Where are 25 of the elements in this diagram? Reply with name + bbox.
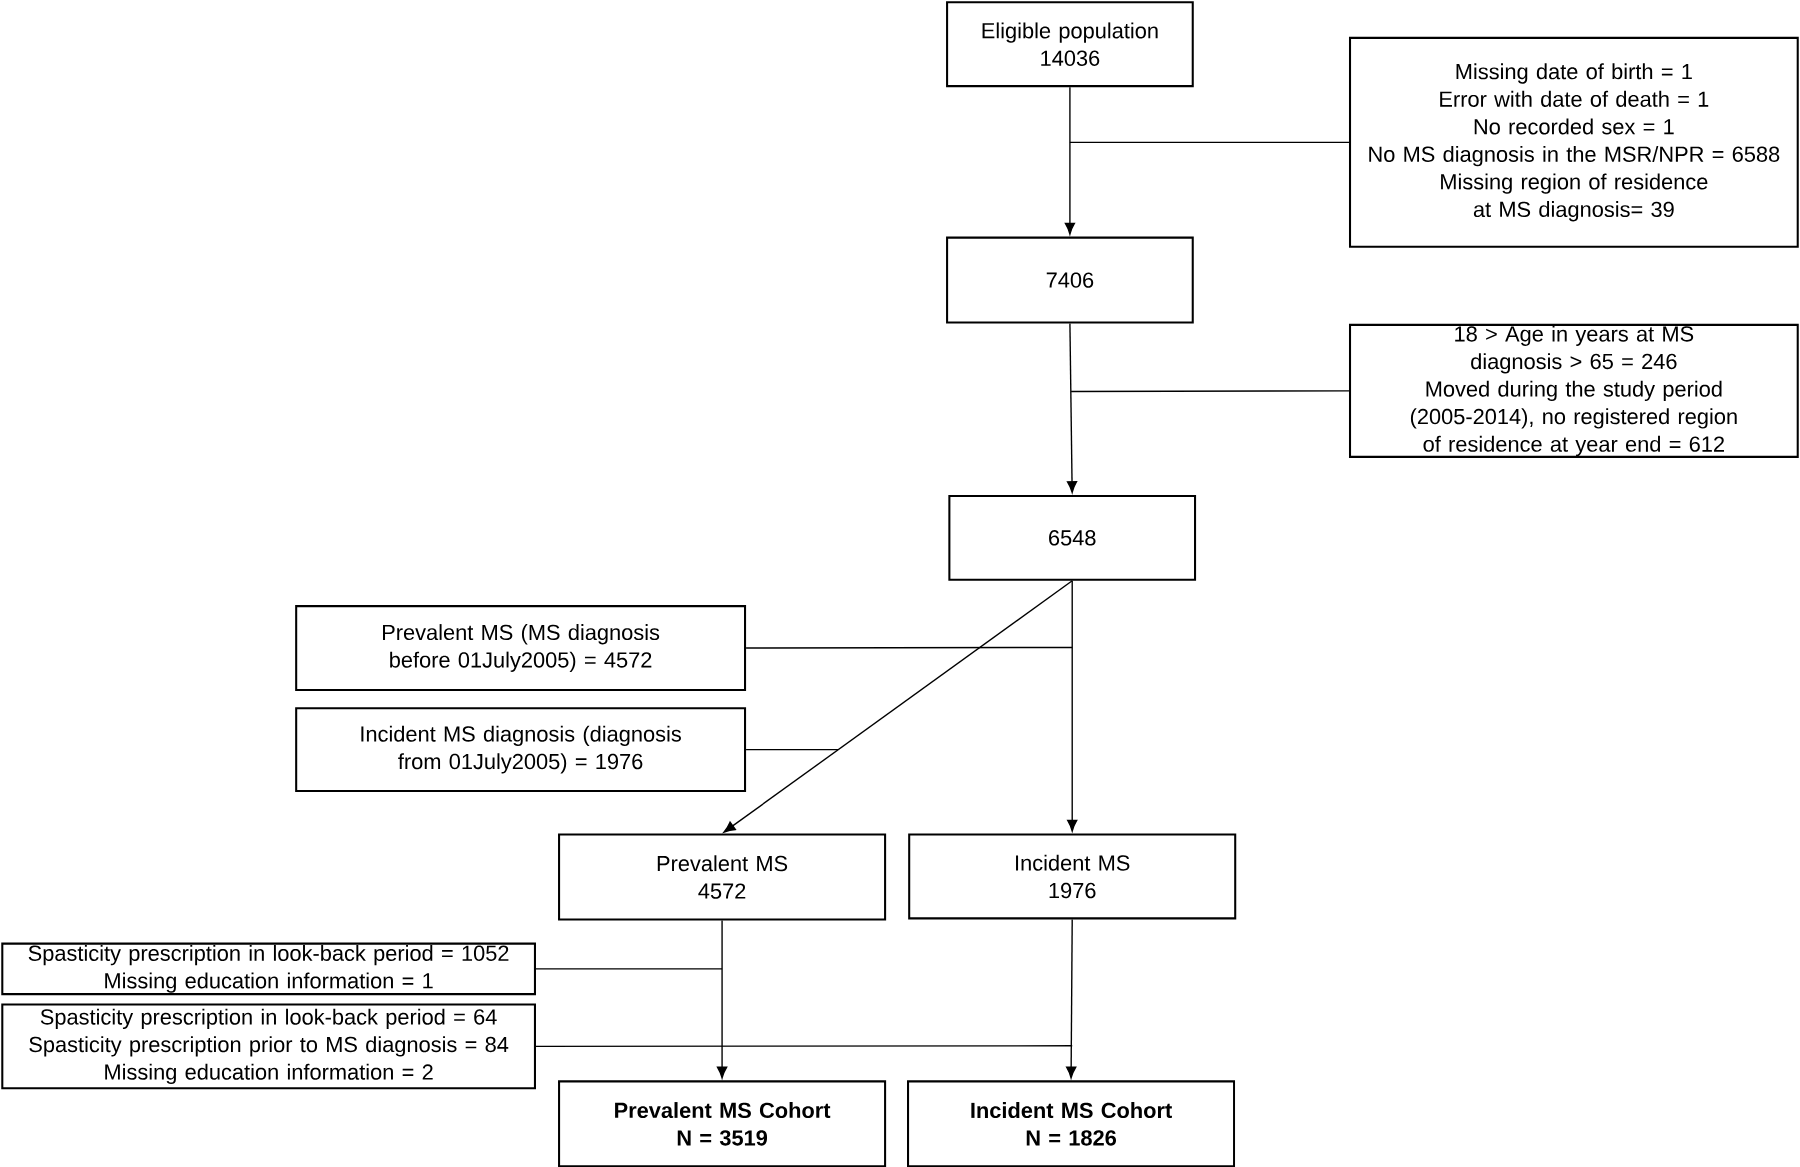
process-box: Incident MS 1976 xyxy=(908,833,1237,920)
process-box: Prevalent MS 4572 xyxy=(558,833,887,921)
exclusion-box: Missing date of birth = 1 Error with date of death = 1 No recorded sex = 1 No MS diagnosis in the MSR/NPR = 6588 Missing region of residence at MS diagnosis= 39 xyxy=(1349,36,1799,248)
arrow xyxy=(723,579,1073,833)
exclusion-box: Prevalent MS (MS diagnosis before 01July2005) = 4572 xyxy=(295,604,747,691)
cohort-box: Prevalent MS Cohort N = 3519 xyxy=(558,1080,887,1167)
exclusion-box: Spasticity prescription in look-back period = 1052 Missing education information = 1 xyxy=(1,942,536,995)
cohort-box: Incident MS Cohort N = 1826 xyxy=(907,1080,1236,1167)
arrow xyxy=(1066,918,1077,1079)
connector-line xyxy=(745,748,839,751)
exclusion-box: Incident MS diagnosis (diagnosis from 01July2005) = 1976 xyxy=(295,707,747,792)
connector-line xyxy=(535,967,723,970)
connector-line xyxy=(1070,389,1350,392)
process-box: 7406 xyxy=(946,236,1194,324)
arrow xyxy=(1067,579,1078,832)
connector-line xyxy=(535,1044,1073,1047)
process-box: 6548 xyxy=(948,494,1197,581)
arrow xyxy=(1066,322,1078,493)
exclusion-box: 18 > Age in years at MS diagnosis > 65 = 246 Moved during the study period (2005-2014), no registered region of residence at year end = 612 xyxy=(1349,323,1799,458)
connector-line xyxy=(745,646,1073,649)
arrow xyxy=(716,919,728,1079)
process-box: Eligible population 14036 xyxy=(946,1,1194,87)
arrow xyxy=(1064,86,1076,235)
exclusion-box: Spasticity prescription in look-back period = 64 Spasticity prescription prior to MS diagnosis = 84 Missing education information = 2 xyxy=(1,1003,536,1090)
connector-line xyxy=(1069,141,1350,143)
